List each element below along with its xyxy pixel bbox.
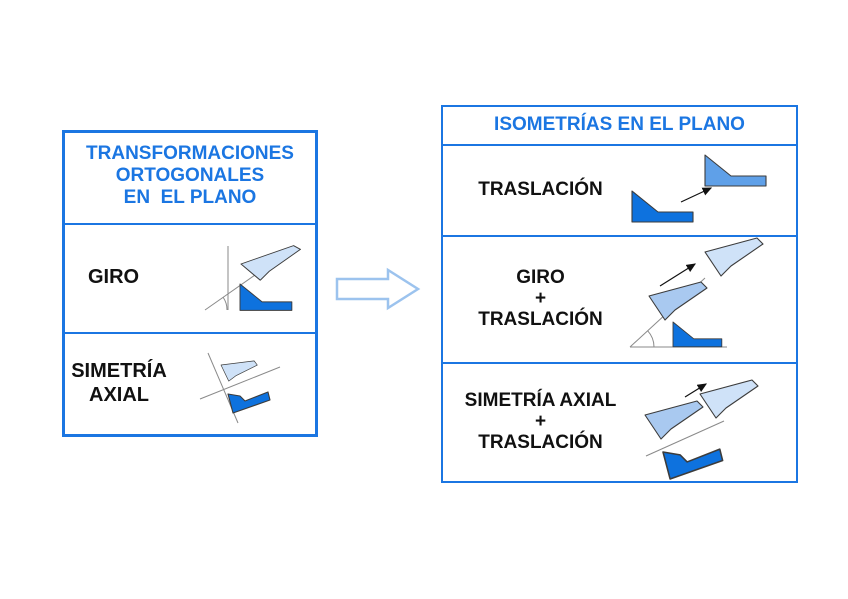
translated-shape [704,154,767,187]
simetria-axial-diagram [199,352,281,424]
simetria-axial-row-label: SIMETRÍA AXIAL [71,360,167,406]
simetria-traslacion-row-label: SIMETRÍA AXIAL + TRASLACIÓN [464,390,617,453]
rotation-angle-arc [222,297,228,311]
giro-diagram [204,244,305,311]
mirrored-shape [227,391,271,414]
row-divider [65,332,315,334]
orthogonal-transformations-table [62,130,318,437]
flow-arrow-icon [335,267,421,311]
right-table-title: ISOMETRÍAS EN EL PLANO [494,113,745,135]
translation-arrow-icon [659,263,697,287]
rotated-translated-shape [704,237,764,277]
row-divider [443,235,796,237]
original-shape [218,356,259,386]
left-table-title: TRANSFORMACIONES ORTOGONALES EN EL PLANO [86,143,294,208]
giro-traslacion-diagram [629,237,764,348]
row-divider [65,223,315,225]
original-shape [631,190,694,223]
row-divider [443,144,796,146]
translated-shape [699,379,759,419]
original-shape [644,400,704,440]
traslacion-diagram [631,154,767,223]
translation-arrow-icon [684,383,708,398]
rotated-shape [648,281,708,321]
rotated-shape [238,244,305,284]
mirror-axis-line [199,366,281,400]
giro-traslacion-row-label: GIRO + TRASLACIÓN [478,267,603,330]
giro-row-label: GIRO [88,265,140,288]
mirrored-shape [662,448,724,480]
translation-arrow-icon [680,187,713,203]
rotation-angle-arc [647,330,655,348]
mirror-axis-line [645,420,725,457]
simetria-traslacion-diagram [644,379,759,480]
traslacion-row-label: TRASLACIÓN [478,179,603,200]
original-shape [239,283,293,311]
isometrias-table [441,105,798,483]
row-divider [443,362,796,364]
original-shape [672,321,723,348]
